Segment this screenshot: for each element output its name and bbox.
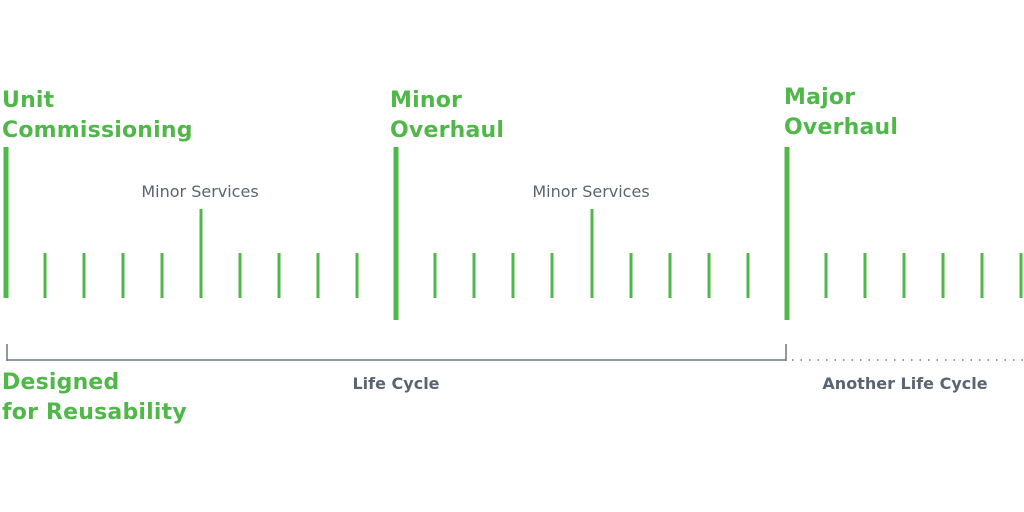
milestone-line-2: Overhaul — [784, 115, 899, 140]
milestone-major-overhaul-label: Major Overhaul — [784, 83, 984, 143]
footer-line-1: Designed — [2, 370, 120, 395]
milestone-unit-commissioning-label: Unit Commissioning — [2, 86, 242, 146]
milestone-minor-overhaul-label: Minor Overhaul — [390, 86, 590, 146]
footer-line-2: for Reusability — [2, 400, 187, 425]
milestone-line-1: Unit — [2, 88, 55, 113]
milestone-line-2: Commissioning — [2, 118, 193, 143]
milestone-line-1: Major — [784, 85, 856, 110]
life-cycle-label: Life Cycle — [352, 374, 440, 393]
milestone-line-1: Minor — [390, 88, 463, 113]
designed-for-reusability-label: Designed for Reusability — [2, 368, 262, 428]
another-life-cycle-label: Another Life Cycle — [822, 374, 988, 393]
minor-services-label-1: Minor Services — [141, 182, 259, 201]
milestone-line-2: Overhaul — [390, 118, 505, 143]
minor-services-label-2: Minor Services — [532, 182, 650, 201]
